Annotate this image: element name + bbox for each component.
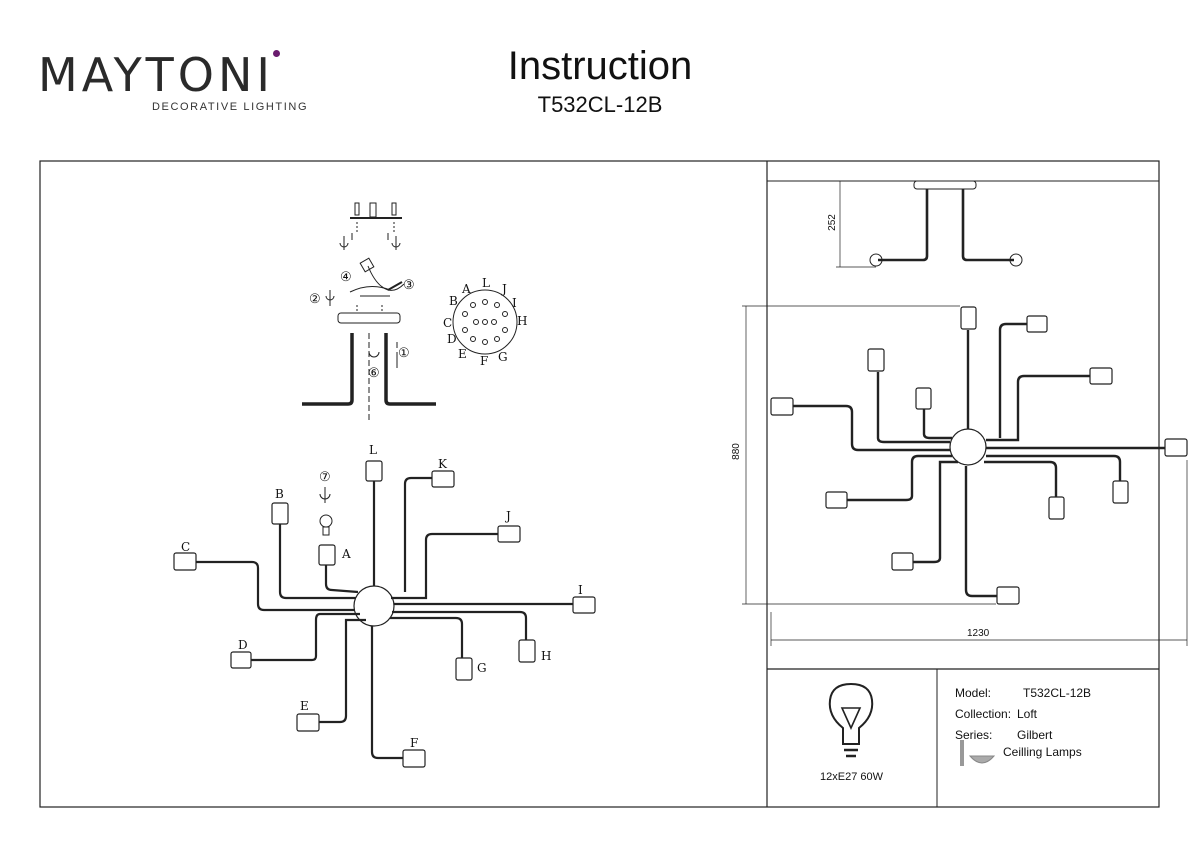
hub-socket-dots [462, 299, 508, 345]
document-title: Instruction [507, 44, 693, 88]
step-number-4: ④ [340, 270, 352, 285]
bulb-icon [319, 487, 333, 536]
socket-letter-l: L [369, 443, 377, 457]
dimension-depth: 880 [730, 443, 742, 460]
socket-layout-diagram [195, 476, 576, 760]
collection-label: Collection: [955, 707, 1012, 721]
socket-letter-k: K [438, 457, 447, 471]
hub-letter-b: B [449, 294, 458, 308]
ceiling-lamp-icon [960, 740, 996, 766]
socket-letter-j: J [506, 509, 511, 523]
socket-letter-c: C [181, 540, 191, 554]
socket-letter-e: E [300, 699, 309, 713]
socket-letter-g: G [477, 661, 487, 675]
brand-logo: MAYTONI [38, 48, 274, 102]
collection-value: Loft [1017, 707, 1038, 721]
hub-letter-f: F [480, 354, 489, 368]
step-number-2: ② [309, 292, 321, 307]
plan-lampholders [770, 306, 1188, 605]
socket-letter-a: A [342, 547, 351, 561]
socket-letter-h: H [541, 649, 552, 663]
socket-letter-i: I [578, 583, 583, 597]
lamp-type: Ceilling Lamps [1003, 745, 1082, 759]
dimension-lines [742, 305, 1188, 646]
socket-letter-d: D [238, 638, 248, 652]
hub-letter-c: C [443, 316, 453, 330]
bulb-spec-icon [828, 682, 874, 758]
hub-letter-e: E [458, 347, 467, 361]
lampholders [173, 460, 596, 768]
hub-letter-i: I [512, 296, 517, 310]
top-plan-view [792, 322, 1168, 598]
brand-tagline: DECORATIVE LIGHTING [152, 101, 309, 113]
hub-letter-a: A [462, 282, 471, 296]
outer-frame [39, 160, 1160, 808]
step-number-6: ⑥ [368, 366, 380, 381]
series-label: Series: [955, 728, 993, 742]
model-label: Model: [955, 686, 992, 700]
model-code: T532CL-12B [537, 92, 663, 117]
hub-letter-j: J [502, 282, 507, 296]
dimension-width: 1230 [967, 628, 990, 639]
model-value: T532CL-12B [1023, 686, 1092, 700]
socket-letter-b: B [275, 487, 284, 501]
series-value: Gilbert [1017, 728, 1053, 742]
step-number-7: ⑦ [319, 470, 331, 485]
step-number-1: ① [398, 346, 410, 361]
hub-letter-l: L [482, 276, 490, 290]
bulb-spec: 12xE27 60W [820, 771, 883, 783]
assembly-diagram [302, 202, 518, 420]
hub-letter-h: H [517, 314, 528, 328]
step-number-3: ③ [403, 278, 415, 293]
hub-letter-g: G [498, 350, 508, 364]
logo-dot-icon [273, 50, 280, 57]
socket-letter-f: F [410, 736, 419, 750]
side-elevation [836, 180, 1023, 268]
dimension-height: 252 [826, 214, 838, 231]
hub-letter-d: D [447, 332, 457, 346]
